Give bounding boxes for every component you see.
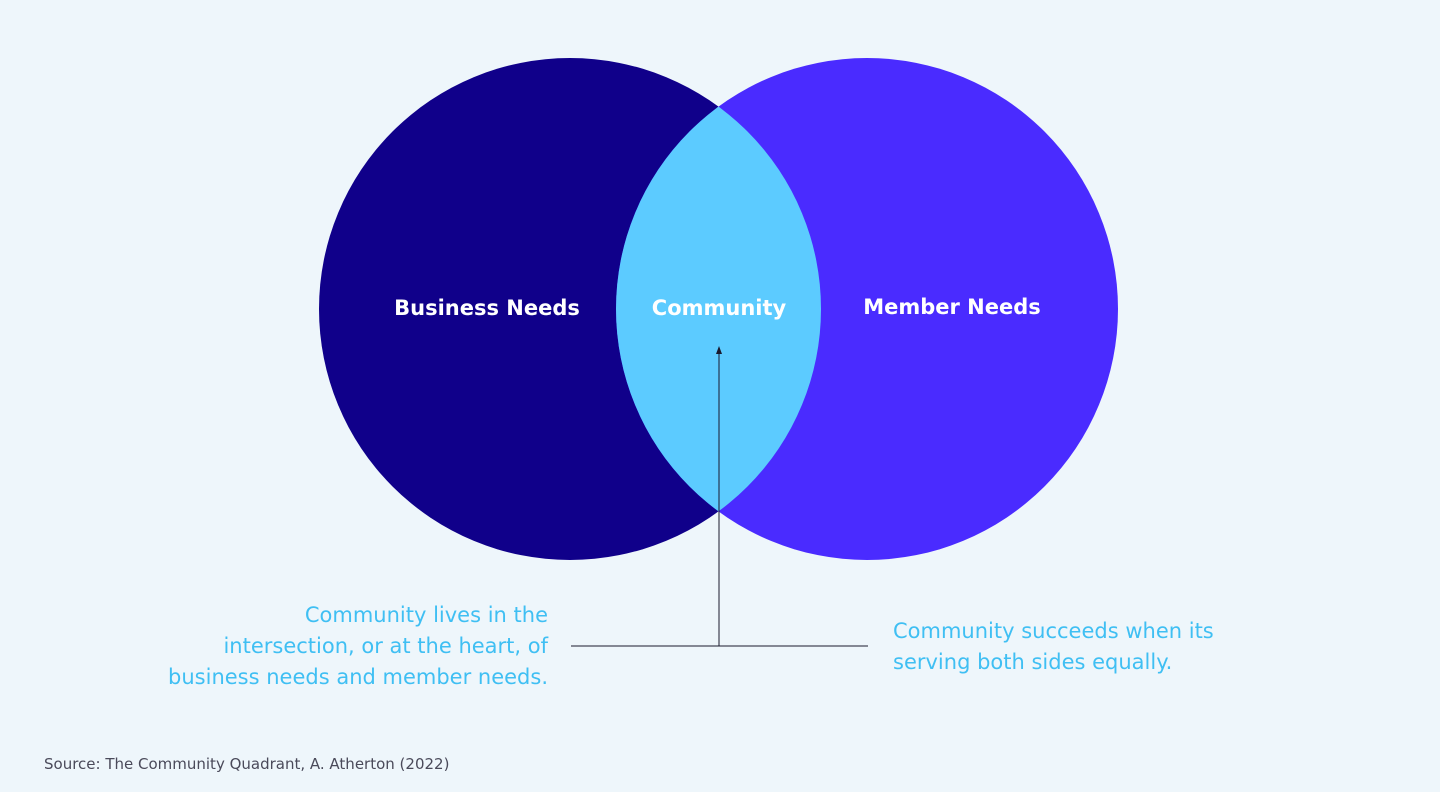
connector-arrow-icon [716,346,722,354]
left-annotation-line: intersection, or at the heart, of [223,634,548,658]
right-annotation-line: Community succeeds when its [893,619,1214,643]
right-annotation-line: serving both sides equally. [893,650,1173,674]
member-needs-label: Member Needs [863,295,1041,319]
community-overlap [616,58,821,560]
left-annotation-line: business needs and member needs. [168,665,548,689]
source-citation: Source: The Community Quadrant, A. Ather… [44,755,450,773]
business-needs-label: Business Needs [394,296,580,320]
community-label: Community [651,296,787,320]
right-annotation: Community succeeds when its serving both… [893,616,1214,678]
left-annotation: Community lives in the intersection, or … [168,600,548,693]
left-annotation-line: Community lives in the [304,603,548,627]
